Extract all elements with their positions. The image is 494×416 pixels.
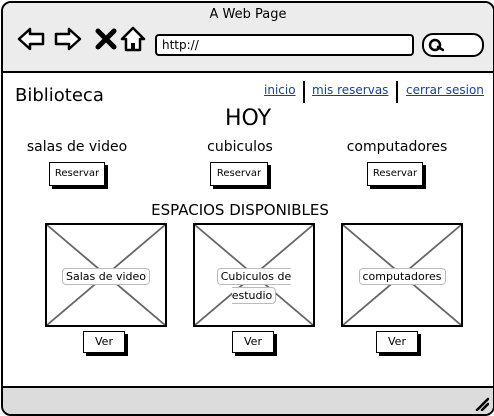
browser-search-box[interactable]: [422, 33, 484, 57]
reserve-button-computadores[interactable]: Reservar: [367, 162, 423, 186]
nav-link-inicio[interactable]: inicio: [264, 83, 296, 97]
view-button-salas-de-video[interactable]: Ver: [83, 331, 125, 353]
view-button-cubiculos[interactable]: Ver: [232, 331, 274, 353]
nav-link-mis-reservas[interactable]: mis reservas: [312, 83, 389, 97]
forward-arrow-icon[interactable]: [54, 25, 82, 53]
space-label-computadores: computadores: [358, 268, 446, 285]
reserve-button-cubiculos[interactable]: Reservar: [210, 162, 268, 186]
page-content: Biblioteca inicio mis reservas cerrar se…: [3, 73, 493, 386]
category-label-salas-de-video: salas de video: [26, 139, 128, 155]
home-icon[interactable]: [119, 25, 147, 53]
reserve-button-salas-de-video[interactable]: Reservar: [49, 162, 105, 186]
search-icon: [428, 38, 444, 52]
nav-divider: [396, 81, 398, 103]
site-title: Biblioteca: [15, 85, 104, 106]
space-label-cubiculos: Cubiculos de estudio: [216, 268, 292, 304]
status-bar: [3, 386, 493, 414]
image-placeholder-cubiculos: Cubiculos de estudio: [193, 223, 315, 327]
category-label-computadores: computadores: [346, 139, 448, 155]
browser-chrome: A Web Page http://: [3, 3, 493, 73]
available-spaces-heading: ESPACIOS DISPONIBLES: [151, 201, 329, 219]
nav-link-cerrar-sesion[interactable]: cerrar sesion: [406, 83, 484, 97]
url-bar[interactable]: http://: [155, 34, 414, 56]
view-button-computadores[interactable]: Ver: [376, 331, 418, 353]
nav-divider: [303, 81, 305, 103]
back-arrow-icon[interactable]: [17, 25, 45, 53]
today-heading: HOY: [224, 106, 272, 131]
close-x-icon[interactable]: [92, 25, 120, 53]
resize-grip-icon[interactable]: [473, 395, 489, 411]
image-placeholder-computadores: computadores: [341, 223, 463, 327]
window-title: A Web Page: [209, 7, 287, 22]
image-placeholder-salas-de-video: Salas de video: [45, 223, 167, 327]
category-label-cubiculos: cubiculos: [207, 139, 273, 155]
space-label-salas-de-video: Salas de video: [61, 268, 151, 285]
